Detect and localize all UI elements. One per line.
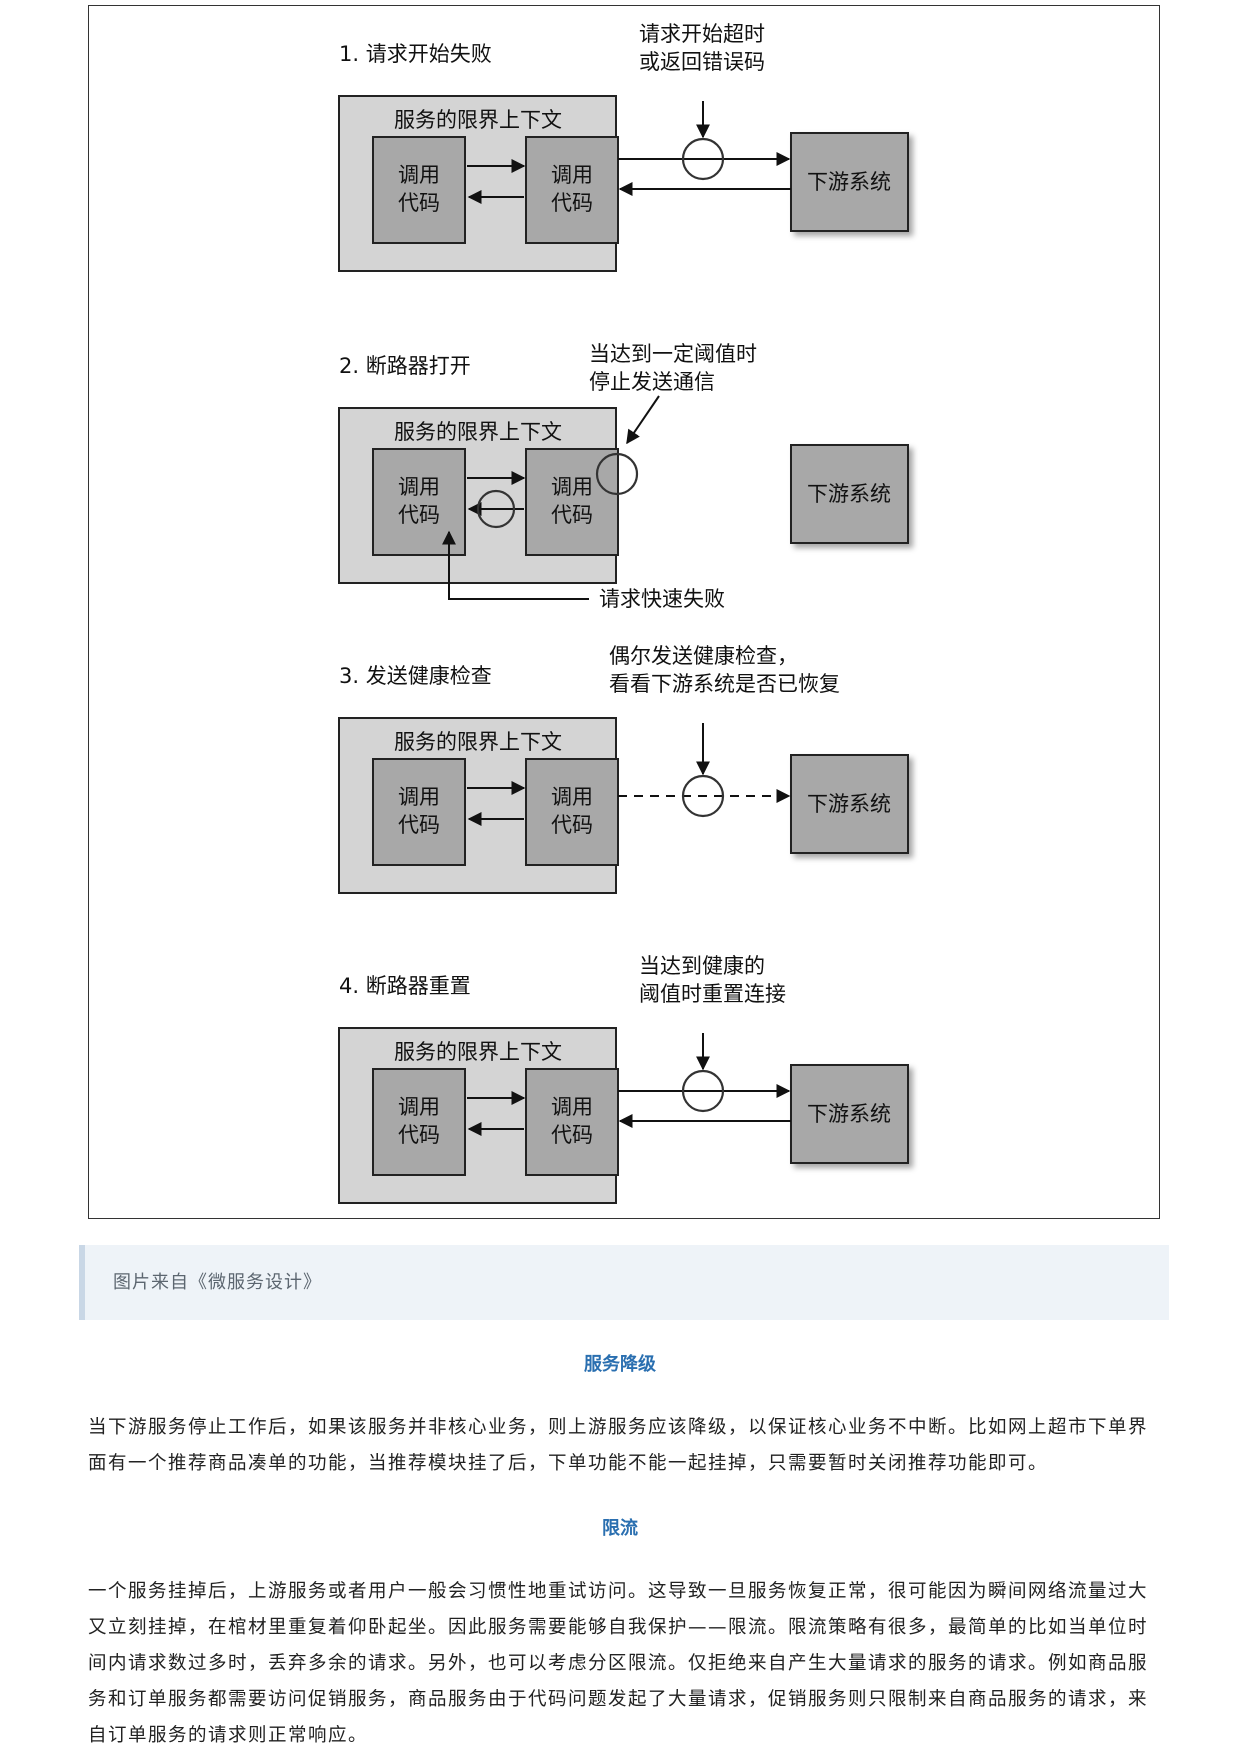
- annotation: 请求开始超时或返回错误码: [639, 22, 765, 74]
- caller-box-left-label: 调用代码: [398, 1095, 440, 1147]
- downstream-box: [790, 1064, 909, 1164]
- panel-title: 4. 断路器重置: [339, 974, 471, 998]
- caller-box-left-label: 调用代码: [398, 475, 440, 527]
- fast-fail-arrow: [442, 530, 589, 600]
- context-label: 服务的限界上下文: [394, 420, 562, 444]
- annotation: 当达到健康的阈值时重置连接: [639, 954, 786, 1006]
- section-heading-degradation: 服务降级: [584, 1354, 656, 1375]
- panel-title: 3. 发送健康检查: [339, 664, 492, 688]
- downstream-label: 下游系统: [807, 1102, 891, 1126]
- caller-box-right: [525, 1068, 619, 1176]
- section-heading-rate-limiting: 限流: [602, 1518, 638, 1539]
- caller-box-right-label: 调用代码: [551, 475, 593, 527]
- panel-title: 2. 断路器打开: [339, 354, 471, 378]
- annotation: 当达到一定阈值时停止发送通信: [589, 342, 757, 394]
- circuit-breaker-diagram: 1. 请求开始失败服务的限界上下文调用代码调用代码下游系统请求开始超时或返回错误…: [338, 22, 909, 1204]
- context-label: 服务的限界上下文: [394, 1040, 562, 1064]
- caller-box-right: [525, 758, 619, 866]
- section-paragraph-rate-limiting: 一个服务挂掉后，上游服务或者用户一般会习惯性地重试访问。这导致一旦服务恢复正常，…: [88, 1581, 1149, 1746]
- caller-box-left: [372, 758, 466, 866]
- fast-fail-circle: [476, 489, 516, 529]
- breaker-circle: [681, 1069, 725, 1113]
- caller-box-right-label: 调用代码: [551, 785, 593, 837]
- annotation: 偶尔发送健康检查，看看下游系统是否已恢复: [609, 644, 840, 696]
- circuit-breaker-figure: 1. 请求开始失败服务的限界上下文调用代码调用代码下游系统请求开始超时或返回错误…: [88, 5, 1160, 1219]
- open-breaker-circle: [595, 452, 639, 496]
- caller-box-left: [372, 448, 466, 556]
- downstream-box: [790, 754, 909, 854]
- breaker-circle: [681, 137, 725, 181]
- context-label: 服务的限界上下文: [394, 108, 562, 132]
- caller-box-left: [372, 1068, 466, 1176]
- caller-box-left-label: 调用代码: [398, 163, 440, 215]
- caller-box-right-label: 调用代码: [551, 163, 593, 215]
- breaker-circle: [681, 774, 725, 818]
- downstream-label: 下游系统: [807, 170, 891, 194]
- caller-box-left-label: 调用代码: [398, 785, 440, 837]
- caller-box-left: [372, 136, 466, 244]
- downstream-box: [790, 132, 909, 232]
- figure-caption-box: 图片来自《微服务设计》: [79, 1245, 1169, 1320]
- downstream-label: 下游系统: [807, 482, 891, 506]
- fast-fail-label: 请求快速失败: [599, 587, 725, 611]
- downstream-box: [790, 444, 909, 544]
- caller-box-right: [525, 136, 619, 244]
- section-paragraph-degradation: 当下游服务停止工作后，如果该服务并非核心业务，则上游服务应该降级，以保证核心业务…: [88, 1417, 1149, 1474]
- caller-box-right-label: 调用代码: [551, 1095, 593, 1147]
- caller-box-right: [525, 448, 619, 556]
- figure-caption: 图片来自《微服务设计》: [113, 1272, 322, 1293]
- panel-title: 1. 请求开始失败: [339, 42, 492, 66]
- annotation-arrow: [626, 395, 660, 445]
- downstream-label: 下游系统: [807, 792, 891, 816]
- context-label: 服务的限界上下文: [394, 730, 562, 754]
